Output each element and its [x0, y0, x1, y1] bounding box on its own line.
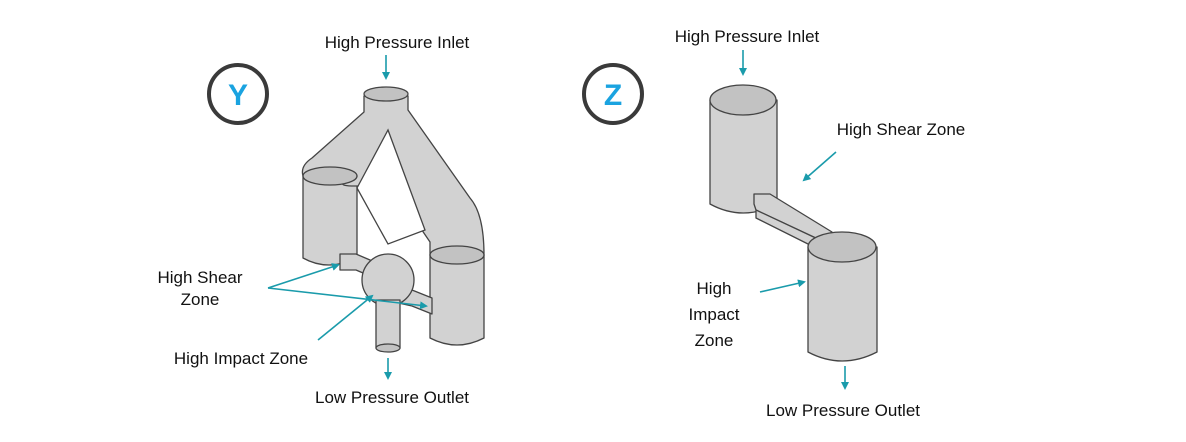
- diagram-y: Y High Pressure Inlet: [157, 33, 485, 407]
- z-reactor-body: [709, 84, 878, 362]
- z-impact-label-line3: Zone: [695, 331, 734, 350]
- y-shear-arrow-right: [267, 287, 428, 310]
- badge-z: Z: [582, 63, 644, 125]
- y-shear-label-line2: Zone: [181, 290, 220, 309]
- badge-z-text: Z: [604, 79, 622, 112]
- z-impact-label-line1: High: [697, 279, 732, 298]
- y-shear-label-line1: High Shear: [157, 268, 242, 287]
- badge-y-text: Y: [228, 79, 248, 112]
- z-impact-label-line2: Impact: [688, 305, 739, 324]
- y-impact-arrow: [317, 294, 374, 341]
- z-outlet-label: Low Pressure Outlet: [766, 401, 920, 420]
- badge-y: Y: [207, 63, 269, 125]
- diagram-z: Z High Pressure Inlet High Shear Zone Hi…: [582, 27, 966, 420]
- z-inlet-label: High Pressure Inlet: [675, 27, 820, 46]
- y-shear-arrow-left: [267, 263, 340, 289]
- y-impact-label: High Impact Zone: [174, 349, 308, 368]
- y-inlet-label: High Pressure Inlet: [325, 33, 470, 52]
- y-outlet-label: Low Pressure Outlet: [315, 388, 469, 407]
- z-shear-label: High Shear Zone: [837, 120, 966, 139]
- z-shear-arrow: [802, 151, 837, 182]
- y-reactor-body: [301, 86, 485, 353]
- z-impact-arrow: [759, 279, 806, 293]
